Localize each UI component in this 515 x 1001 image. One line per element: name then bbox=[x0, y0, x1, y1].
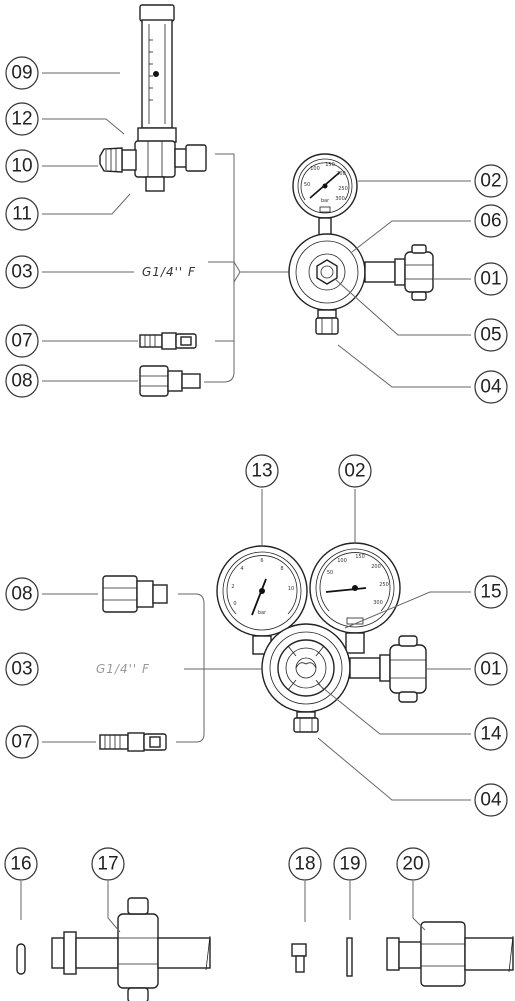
leader-lines-middle bbox=[42, 489, 471, 801]
svg-text:09: 09 bbox=[11, 63, 32, 84]
cylinder-nut-20 bbox=[386, 921, 514, 987]
gasket-19 bbox=[346, 937, 353, 977]
svg-text:13: 13 bbox=[251, 461, 272, 482]
svg-text:100: 100 bbox=[310, 166, 320, 172]
regulator-body-middle bbox=[261, 623, 427, 733]
flowmeter-tube bbox=[137, 4, 177, 143]
pressure-gauge-02-middle: 50 100 150 200 250 300 bbox=[309, 542, 401, 654]
svg-text:01: 01 bbox=[480, 269, 501, 290]
svg-text:07: 07 bbox=[11, 732, 32, 753]
svg-text:19: 19 bbox=[339, 854, 360, 875]
callout-02-top: 02 bbox=[474, 164, 508, 198]
callout-11: 11 bbox=[5, 197, 39, 231]
callout-06: 06 bbox=[474, 204, 508, 238]
nut-adapter-08-top bbox=[139, 365, 201, 397]
svg-text:08: 08 bbox=[11, 371, 32, 392]
callout-19: 19 bbox=[333, 847, 367, 881]
svg-text:6: 6 bbox=[260, 558, 263, 564]
svg-text:200: 200 bbox=[371, 564, 381, 570]
callout-17: 17 bbox=[91, 847, 125, 881]
svg-text:08: 08 bbox=[11, 584, 32, 605]
callout-13: 13 bbox=[245, 454, 279, 488]
callout-01-top: 01 bbox=[474, 262, 508, 296]
nut-adapter-08-middle bbox=[102, 575, 168, 613]
o-ring-16 bbox=[16, 943, 26, 975]
regulator-inlet-17 bbox=[51, 897, 211, 1001]
svg-text:02: 02 bbox=[480, 171, 501, 192]
callout-07-middle: 07 bbox=[5, 725, 39, 759]
svg-text:50: 50 bbox=[304, 182, 310, 188]
svg-text:04: 04 bbox=[480, 790, 502, 811]
callout-15: 15 bbox=[474, 575, 508, 609]
svg-text:03: 03 bbox=[11, 262, 32, 283]
flow-adjust-knob bbox=[99, 147, 137, 173]
svg-text:15: 15 bbox=[480, 582, 501, 603]
callout-14: 14 bbox=[474, 717, 508, 751]
thread-spec-label-middle: G1/4'' F bbox=[96, 662, 150, 676]
svg-text:4: 4 bbox=[240, 566, 243, 572]
callout-08-middle: 08 bbox=[5, 577, 39, 611]
callout-08-top: 08 bbox=[5, 364, 39, 398]
svg-text:300: 300 bbox=[373, 600, 383, 606]
svg-text:04: 04 bbox=[480, 377, 502, 398]
svg-text:bar: bar bbox=[321, 198, 330, 204]
svg-text:200: 200 bbox=[336, 171, 346, 177]
svg-text:150: 150 bbox=[325, 162, 335, 168]
hose-adapter-07-top bbox=[139, 332, 197, 350]
callout-18: 18 bbox=[288, 847, 322, 881]
callout-09: 09 bbox=[5, 56, 39, 90]
regulator-body-top bbox=[288, 233, 434, 335]
svg-text:250: 250 bbox=[379, 582, 389, 588]
leader-lines-top bbox=[42, 72, 471, 388]
callout-10: 10 bbox=[5, 149, 39, 183]
options-bracket-top bbox=[204, 153, 290, 383]
callout-16: 16 bbox=[4, 847, 38, 881]
options-bracket-middle bbox=[176, 593, 262, 743]
svg-text:20: 20 bbox=[402, 854, 423, 875]
flowmeter-body bbox=[134, 140, 207, 192]
svg-text:11: 11 bbox=[12, 204, 32, 225]
svg-text:05: 05 bbox=[480, 325, 501, 346]
svg-text:250: 250 bbox=[338, 186, 348, 192]
callout-05: 05 bbox=[474, 318, 508, 352]
svg-text:50: 50 bbox=[327, 570, 333, 576]
svg-text:14: 14 bbox=[480, 724, 502, 745]
callout-20: 20 bbox=[396, 847, 430, 881]
svg-text:bar: bar bbox=[258, 610, 267, 616]
filter-18 bbox=[291, 943, 307, 973]
svg-text:10: 10 bbox=[288, 586, 294, 592]
callout-02-middle: 02 bbox=[338, 454, 372, 488]
callout-03-middle: 03 bbox=[5, 652, 39, 686]
thread-spec-label-top: G1/4'' F bbox=[142, 265, 196, 279]
callout-12: 12 bbox=[5, 102, 39, 136]
svg-text:150: 150 bbox=[355, 554, 365, 560]
callout-04-middle: 04 bbox=[474, 783, 508, 817]
svg-text:01: 01 bbox=[480, 659, 501, 680]
svg-text:12: 12 bbox=[11, 109, 32, 130]
svg-text:16: 16 bbox=[10, 854, 31, 875]
callout-07-top: 07 bbox=[5, 324, 39, 358]
svg-text:03: 03 bbox=[11, 659, 32, 680]
callout-04-top: 04 bbox=[474, 370, 508, 404]
svg-text:10: 10 bbox=[11, 156, 32, 177]
svg-text:8: 8 bbox=[280, 566, 283, 572]
callout-03-top: 03 bbox=[5, 255, 39, 289]
hose-adapter-07-middle bbox=[99, 732, 167, 752]
svg-text:0: 0 bbox=[233, 601, 236, 607]
svg-text:07: 07 bbox=[11, 331, 32, 352]
svg-text:2: 2 bbox=[231, 584, 234, 590]
callout-01-middle: 01 bbox=[474, 652, 508, 686]
svg-text:06: 06 bbox=[480, 211, 501, 232]
svg-text:02: 02 bbox=[344, 461, 365, 482]
svg-text:300: 300 bbox=[335, 196, 345, 202]
svg-text:100: 100 bbox=[337, 558, 347, 564]
svg-text:18: 18 bbox=[294, 854, 315, 875]
svg-text:17: 17 bbox=[97, 854, 118, 875]
pressure-gauge-top: 50 100 150 200 250 300 bar bbox=[292, 153, 358, 237]
